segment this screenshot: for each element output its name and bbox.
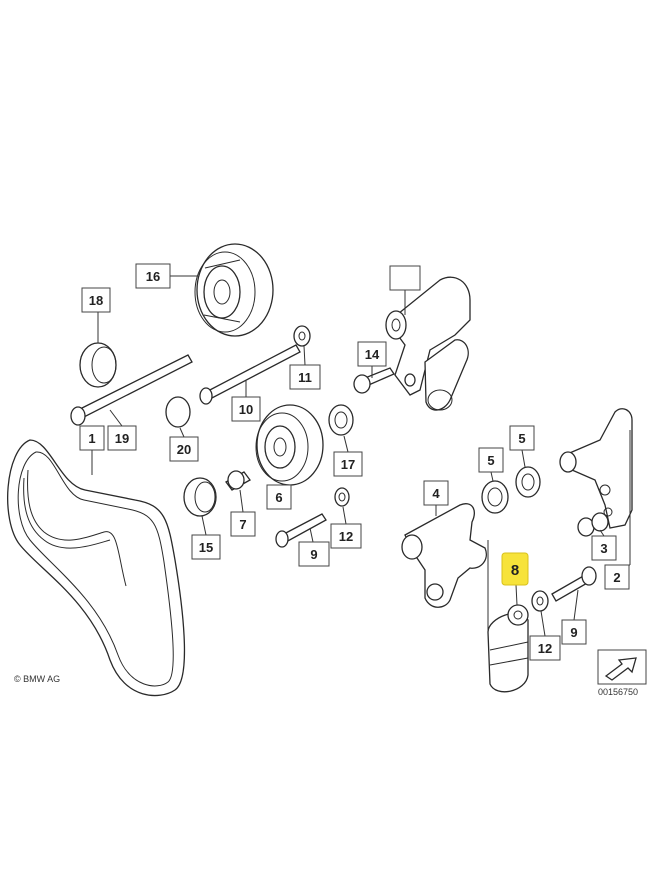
svg-text:16: 16 xyxy=(146,269,160,284)
svg-text:8: 8 xyxy=(511,562,519,579)
callout-16: 18 xyxy=(81,287,111,313)
callout-20 xyxy=(389,265,421,291)
callout-12-top: 11 xyxy=(289,364,321,390)
bearing-5-right xyxy=(515,466,541,498)
tensioner-bracket xyxy=(559,408,633,529)
callout-17: 15 xyxy=(191,534,221,560)
svg-text:20: 20 xyxy=(177,442,191,457)
callout-9: 9 xyxy=(561,619,587,645)
svg-text:12: 12 xyxy=(538,641,552,656)
callout-18: 20 xyxy=(169,436,199,462)
svg-text:4: 4 xyxy=(432,486,440,501)
callout-8-highlighted: 8 xyxy=(501,552,529,586)
callout-19: 17 xyxy=(333,451,363,477)
idler-pulley-top xyxy=(194,243,274,337)
idler-pulley-lower xyxy=(255,404,324,486)
svg-text:18: 18 xyxy=(89,293,103,308)
long-bolt xyxy=(70,354,193,426)
svg-text:5: 5 xyxy=(518,431,525,446)
svg-text:19: 19 xyxy=(115,431,129,446)
callout-2: 2 xyxy=(604,564,630,590)
drive-belt xyxy=(7,439,186,697)
bolt-10 xyxy=(275,513,327,548)
pulley-cap xyxy=(79,342,117,388)
washer-12-top xyxy=(293,325,311,347)
washer-12-middle xyxy=(334,487,350,507)
callout-3: 3 xyxy=(591,535,617,561)
callout-12-middle: 12 xyxy=(330,523,362,549)
bolt-7 xyxy=(225,470,251,491)
svg-text:14: 14 xyxy=(365,347,380,362)
callout-12-lower: 12 xyxy=(529,635,561,661)
callout-5-right: 5 xyxy=(509,425,535,451)
tensioner-damper xyxy=(487,604,529,693)
callout-14: 16 xyxy=(135,263,171,289)
bushing-3 xyxy=(577,512,609,537)
svg-text:7: 7 xyxy=(239,517,246,532)
callout-15: 19 xyxy=(107,425,137,451)
svg-text:9: 9 xyxy=(310,547,317,562)
washer-18 xyxy=(165,396,191,428)
callout-5-left: 5 xyxy=(478,447,504,473)
leader-lines xyxy=(91,275,631,637)
svg-text:5: 5 xyxy=(487,453,494,468)
callout-6: 6 xyxy=(266,484,292,510)
svg-text:3: 3 xyxy=(600,541,607,556)
pulley-cap-17 xyxy=(183,477,217,517)
arrow-icon xyxy=(597,649,647,685)
callout-13: 14 xyxy=(357,341,387,367)
copyright: © BMW AG xyxy=(14,674,60,684)
svg-text:9: 9 xyxy=(570,625,577,640)
washer-12-lower xyxy=(531,590,549,612)
callout-4: 4 xyxy=(423,480,449,506)
svg-text:17: 17 xyxy=(341,457,355,472)
svg-text:6: 6 xyxy=(275,490,282,505)
callout-11: 10 xyxy=(231,396,261,422)
washer-19 xyxy=(328,404,354,436)
svg-text:15: 15 xyxy=(199,540,213,555)
callout-7: 7 xyxy=(230,511,256,537)
svg-text:1: 1 xyxy=(88,431,95,446)
diagram-number: 00156750 xyxy=(598,687,638,697)
svg-text:11: 11 xyxy=(298,370,312,385)
callout-10: 9 xyxy=(298,541,330,567)
tensioner-arm xyxy=(401,503,487,608)
bolt-9 xyxy=(551,566,597,602)
svg-text:12: 12 xyxy=(339,529,353,544)
bearing-5-left xyxy=(481,480,509,514)
svg-text:2: 2 xyxy=(613,570,620,585)
belt-tensioner-assembly xyxy=(385,276,471,411)
bolt-13 xyxy=(353,367,395,394)
callout-1: 1 xyxy=(79,425,105,451)
bolt-11 xyxy=(199,344,301,405)
svg-text:10: 10 xyxy=(239,402,253,417)
